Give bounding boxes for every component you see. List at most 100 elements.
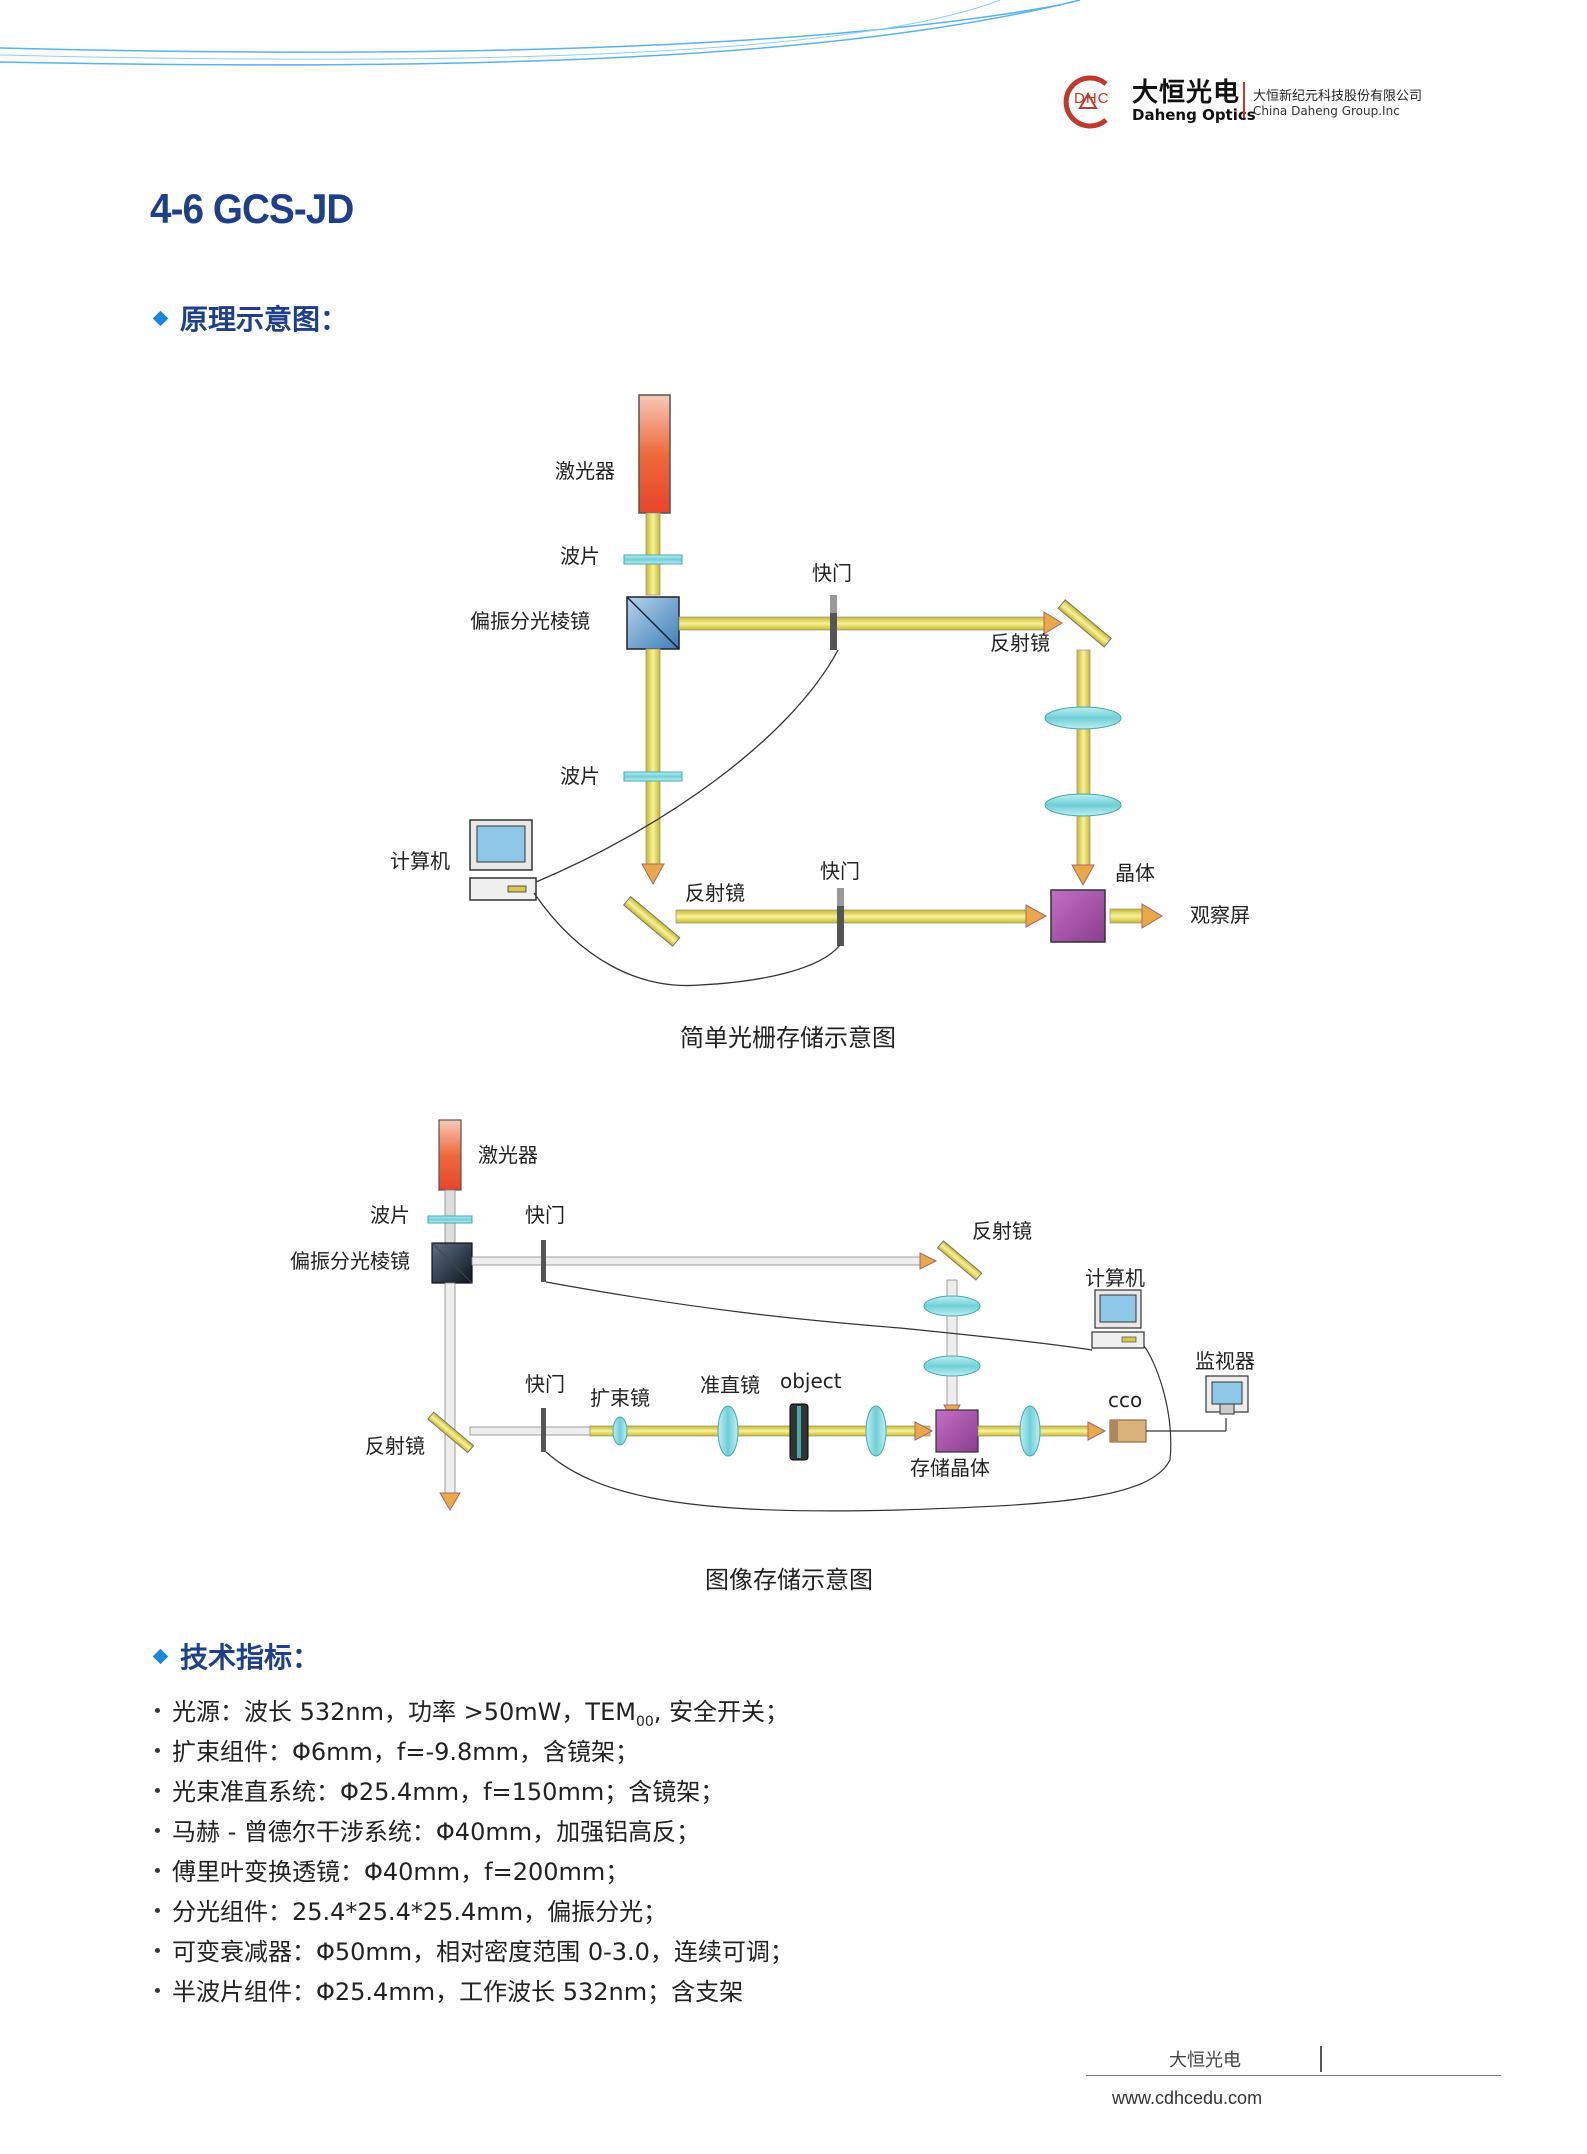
collimator-label: 准直镜 — [700, 1373, 760, 1397]
waveplate2-label: 波片 — [370, 1203, 410, 1227]
bullet-dot-icon — [155, 1707, 160, 1713]
beam-segment — [469, 1426, 591, 1436]
spec-item: 光束准直系统：Φ25.4mm，f=150mm；含镜架； — [155, 1772, 794, 1812]
beam-segment — [444, 1282, 456, 1494]
logo-divider — [1243, 82, 1245, 118]
arrow-head-icon — [914, 1421, 934, 1441]
company-name-cn: 大恒新纪元科技股份有限公司 — [1253, 89, 1423, 104]
pbs2-label: 偏振分光棱镜 — [290, 1249, 410, 1273]
spec-item: 傅里叶变换透镜：Φ40mm，f=200mm； — [155, 1852, 794, 1892]
logo-mark-text: DHC — [1074, 90, 1110, 107]
company-logo: DHC 大恒光电 Daheng Optics 大恒新纪元科技股份有限公司 Chi… — [1060, 70, 1450, 130]
bullet-dot-icon — [155, 1827, 160, 1833]
section-heading-schematic: 原理示意图： — [152, 298, 349, 338]
lens-icon — [923, 1355, 981, 1377]
shutter2-bottom-label: 快门 — [525, 1372, 565, 1396]
lens-icon — [923, 1295, 981, 1317]
spec-item: 扩束组件：Φ6mm，f=-9.8mm，含镜架； — [155, 1732, 794, 1772]
ccd-label: cco — [1108, 1388, 1142, 1412]
spec-item: 可变衰减器：Φ50mm，相对密度范围 0-3.0，连续可调； — [155, 1932, 794, 1972]
bullet-dot-icon — [155, 1787, 160, 1793]
arrow-head-icon — [1025, 904, 1048, 928]
header-swoosh-decoration — [0, 0, 1081, 66]
beam-segment — [678, 616, 1045, 631]
shutter2-top-label: 快门 — [525, 1203, 565, 1227]
shutter-icon — [541, 1408, 546, 1452]
storage-crystal-label: 存储晶体 — [910, 1456, 990, 1480]
monitor-label: 监视器 — [1195, 1349, 1255, 1373]
company-name-en: China Daheng Group.Inc — [1253, 104, 1400, 118]
mirror-top-label: 反射镜 — [990, 631, 1050, 655]
spec-item: 半波片组件：Φ25.4mm，工作波长 532nm；含支架 — [155, 1972, 794, 2012]
beam-expander-icon — [612, 1416, 628, 1446]
lens-icon — [1044, 706, 1122, 730]
arrow-head-icon — [641, 863, 665, 886]
waveplate-icon — [427, 1215, 473, 1224]
beam-segment — [645, 648, 661, 865]
beam-segment — [675, 909, 1027, 924]
computer-icon — [469, 819, 537, 901]
mirror-icon — [622, 895, 681, 947]
bullet-dot-icon — [155, 1987, 160, 1993]
spec-list: 光源：波长 532nm，功率 >50mW，TEM00, 安全开关； 扩束组件：Φ… — [155, 1692, 794, 2012]
spec-item: 马赫 - 曾德尔干涉系统：Φ40mm，加强铝高反； — [155, 1812, 794, 1852]
diagram-simple-grating-storage: 激光器 波片 偏振分光棱镜 快门 反射镜 晶体 观察屏 波片 反射镜 快门 — [390, 394, 1250, 987]
mirror-icon — [1057, 599, 1112, 648]
shutter-icon — [541, 1240, 546, 1282]
beam-segment — [1076, 649, 1091, 866]
pbs-label: 偏振分光棱镜 — [470, 609, 590, 633]
arrow-head-icon — [439, 1492, 461, 1511]
arrow-head-icon — [1071, 864, 1095, 887]
dhc-logo-mark-icon — [1063, 75, 1108, 129]
bullet-dot-icon — [155, 1867, 160, 1873]
crystal-label: 晶体 — [1115, 861, 1155, 885]
brand-name-en: Daheng Optics — [1132, 106, 1256, 124]
shutter-icon — [830, 595, 837, 650]
computer-icon — [1091, 1289, 1145, 1349]
beam-segment — [471, 1256, 921, 1266]
mirror-icon — [936, 1240, 983, 1281]
diagram1-caption: 简单光栅存储示意图 — [680, 1024, 896, 1052]
imaging-lens-icon — [1019, 1405, 1041, 1457]
collimator-lens-icon — [717, 1405, 739, 1457]
footer-divider-tick — [1320, 2046, 1322, 2072]
mirror-bottom-label: 反射镜 — [685, 881, 745, 905]
expander-label: 扩束镜 — [590, 1386, 650, 1410]
section-heading-text: 技术指标： — [180, 1641, 321, 1674]
arrow-head-icon — [919, 1252, 938, 1270]
bullet-dot-icon — [155, 1747, 160, 1753]
object-label: object — [780, 1369, 842, 1393]
arrow-head-icon — [1043, 611, 1063, 635]
laser-icon — [438, 1119, 462, 1191]
laser-label: 激光器 — [555, 459, 615, 483]
lens-icon — [1044, 793, 1122, 817]
cable-line — [533, 892, 841, 987]
diagram2-caption: 图像存储示意图 — [705, 1566, 873, 1594]
storage-crystal-icon — [935, 1409, 979, 1453]
laser-icon — [638, 394, 671, 514]
shutter-bottom-label: 快门 — [820, 859, 860, 883]
waveplate-icon — [623, 554, 683, 565]
waveplate-mid-label: 波片 — [560, 764, 600, 788]
shutter-top-label: 快门 — [812, 561, 852, 585]
page-title: 4-6 GCS-JD — [150, 185, 354, 232]
footer-rule — [1086, 2075, 1501, 2076]
footer-brand: 大恒光电 — [1169, 2050, 1241, 2071]
section-heading-text: 原理示意图： — [180, 303, 349, 336]
monitor-icon — [1205, 1375, 1249, 1415]
computer2-label: 计算机 — [1085, 1266, 1145, 1290]
fourier-lens-icon — [865, 1405, 887, 1457]
crystal-icon — [1050, 889, 1106, 943]
waveplate-top-label: 波片 — [560, 544, 600, 568]
diagram-image-storage: 激光器 波片 偏振分光棱镜 快门 反射镜 反射镜 快门 扩束镜 准直镜 obje… — [290, 1119, 1255, 1512]
footer-url-link[interactable]: www.cdhcedu.com — [1112, 2088, 1263, 2108]
arrow-head-icon — [1087, 1421, 1107, 1441]
screen-label: 观察屏 — [1190, 903, 1250, 927]
arrow-head-icon — [1141, 903, 1163, 929]
spec-item: 光源：波长 532nm，功率 >50mW，TEM00, 安全开关； — [155, 1692, 794, 1732]
beam-segment — [645, 512, 661, 596]
cable-line — [535, 649, 839, 883]
cable-line — [545, 1345, 1172, 1512]
waveplate-icon — [623, 771, 683, 782]
brand-name-cn: 大恒光电 — [1132, 78, 1241, 108]
